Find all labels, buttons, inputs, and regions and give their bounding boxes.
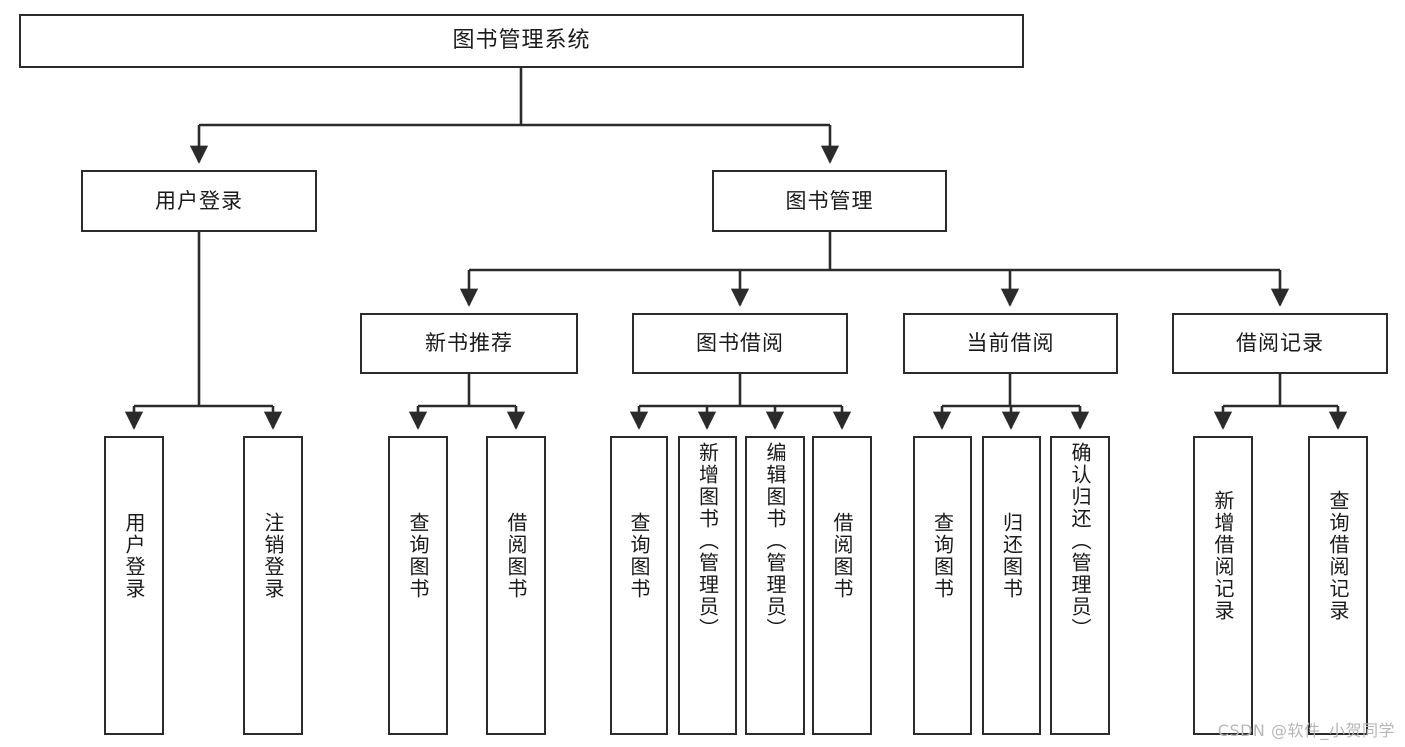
- node-root-label: 图书管理系统: [452, 28, 591, 54]
- node-leaf-confirm-return-label: 确认归还（管理员）: [1068, 442, 1092, 640]
- node-leaf-query-book-2[interactable]: 查询图书: [610, 436, 668, 735]
- node-book-borrow[interactable]: 图书借阅: [632, 313, 848, 374]
- node-leaf-return-book-label: 归还图书: [999, 512, 1024, 600]
- node-leaf-borrow-book-1[interactable]: 借阅图书: [486, 436, 546, 735]
- node-root[interactable]: 图书管理系统: [19, 14, 1024, 68]
- node-leaf-add-record-label: 新增借阅记录: [1211, 490, 1235, 622]
- node-book-manage-label: 图书管理: [785, 188, 874, 213]
- node-leaf-query-book-3-label: 查询图书: [930, 512, 955, 600]
- watermark-text: CSDN @软件_小贺同学: [1217, 721, 1395, 740]
- node-leaf-user-logout-label: 注销登录: [261, 512, 285, 600]
- node-user-login-label: 用户登录: [155, 188, 243, 213]
- node-book-borrow-label: 图书借阅: [696, 331, 784, 356]
- node-leaf-edit-book-label: 编辑图书（管理员）: [763, 442, 787, 640]
- node-leaf-query-record-label: 查询借阅记录: [1326, 490, 1350, 622]
- node-leaf-query-book-1[interactable]: 查询图书: [388, 436, 448, 735]
- node-leaf-add-book-label: 新增图书（管理员）: [695, 442, 720, 640]
- node-book-manage[interactable]: 图书管理: [712, 170, 947, 232]
- node-current-borrow[interactable]: 当前借阅: [903, 313, 1118, 374]
- node-leaf-user-login[interactable]: 用户登录: [104, 436, 164, 735]
- node-leaf-query-book-1-label: 查询图书: [406, 512, 430, 600]
- node-leaf-confirm-return[interactable]: 确认归还（管理员）: [1050, 436, 1110, 735]
- node-current-borrow-label: 当前借阅: [966, 331, 1055, 356]
- node-leaf-query-book-3[interactable]: 查询图书: [913, 436, 972, 735]
- node-borrow-record[interactable]: 借阅记录: [1172, 313, 1388, 374]
- node-borrow-record-label: 借阅记录: [1236, 331, 1324, 356]
- node-leaf-query-book-2-label: 查询图书: [627, 512, 651, 600]
- node-leaf-add-record[interactable]: 新增借阅记录: [1193, 436, 1253, 735]
- node-new-book-rec[interactable]: 新书推荐: [360, 313, 578, 374]
- node-leaf-edit-book[interactable]: 编辑图书（管理员）: [745, 436, 805, 735]
- node-leaf-query-record[interactable]: 查询借阅记录: [1308, 436, 1368, 735]
- node-leaf-user-login-label: 用户登录: [122, 512, 146, 600]
- node-leaf-borrow-book-2[interactable]: 借阅图书: [812, 436, 872, 735]
- node-leaf-borrow-book-2-label: 借阅图书: [830, 512, 854, 600]
- node-leaf-return-book[interactable]: 归还图书: [982, 436, 1041, 735]
- node-new-book-rec-label: 新书推荐: [425, 331, 513, 356]
- node-user-login[interactable]: 用户登录: [81, 170, 317, 232]
- node-leaf-user-logout[interactable]: 注销登录: [243, 436, 303, 735]
- node-leaf-borrow-book-1-label: 借阅图书: [504, 512, 528, 600]
- node-leaf-add-book[interactable]: 新增图书（管理员）: [678, 436, 737, 735]
